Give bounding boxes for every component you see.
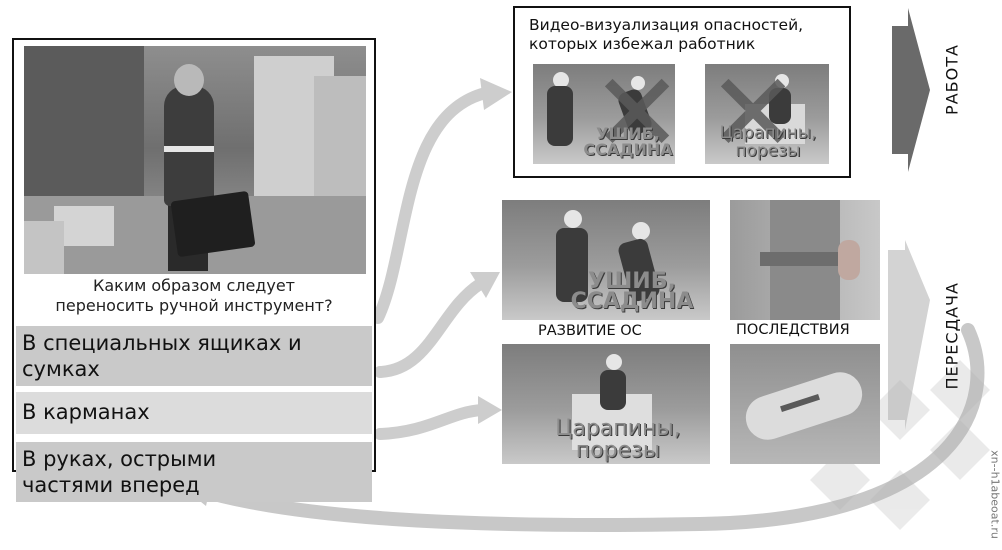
arrow-retake-big [888, 240, 930, 430]
arrow-to-development-bottom [374, 404, 488, 440]
arrow-head-dev-top [470, 272, 500, 298]
quiz-question-line1: Каким образом следует [92, 276, 295, 295]
arrow-head-dev-bottom [478, 396, 502, 424]
quiz-panel: Каким образом следует переносить ручной … [12, 38, 376, 502]
work-label: РАБОТА [942, 44, 962, 115]
site-watermark: xn--h1abeoat.ru [988, 450, 1002, 539]
scene2-label-line2: порезы [735, 141, 801, 161]
arrow-return [193, 323, 985, 532]
video-scene-bruise[interactable]: ✕ УШИБ, ССАДИНА [533, 64, 675, 164]
cross-icon: ✕ [591, 64, 675, 164]
answer-option-2[interactable]: В карманах [16, 392, 372, 434]
video-title-line1: Видео-визуализация опасностей, [529, 16, 804, 34]
hazard-video-box: Видео-визуализация опасностей, которых и… [513, 6, 851, 178]
answer-2-line1: В карманах [22, 400, 150, 424]
answer-option-3[interactable]: В руках, острыми частями вперед [16, 442, 372, 502]
arrow-head-video [480, 78, 512, 110]
answer-1-line2: сумках [22, 357, 100, 381]
scene1-label-line2: ССАДИНА [583, 140, 673, 159]
video-title: Видео-визуализация опасностей, которых и… [529, 16, 845, 54]
decor-pattern [810, 360, 990, 530]
flow-arrows [174, 8, 990, 532]
dev-top-label-line2: ССАДИНА [570, 289, 694, 314]
arrow-to-video [372, 86, 496, 324]
video-scene-cuts[interactable]: ✕ Царапины, порезы [705, 64, 829, 164]
scene1-label-line1: УШИБ, [596, 124, 660, 143]
cross-icon: ✕ [707, 64, 800, 164]
answer-3-line2: частями вперед [22, 473, 200, 497]
arrow-work [892, 8, 930, 172]
answer-option-1[interactable]: В специальных ящиках и сумках [16, 326, 372, 386]
consequence-photo-hand[interactable] [730, 344, 880, 464]
video-title-line2: которых избежал работник [529, 35, 756, 53]
arrow-to-development-top [374, 278, 486, 378]
quiz-question-line2: переносить ручной инструмент? [55, 296, 333, 315]
dev-top-label-line1: УШИБ, [588, 269, 676, 294]
answer-1-line1: В специальных ящиках и [22, 331, 302, 355]
retake-label: ПЕРЕСДАЧА [942, 282, 962, 390]
worker-photo [24, 46, 366, 274]
consequences-caption: ПОСЛЕДСТВИЯ [736, 322, 850, 338]
development-scene-cuts[interactable]: Царапины, порезы [502, 344, 710, 464]
consequence-photo-leg[interactable] [730, 200, 880, 320]
answer-3-line1: В руках, острыми [22, 447, 217, 471]
dev-bottom-label-line1: Царапины, [555, 416, 681, 441]
development-scene-bruise[interactable]: УШИБ, ССАДИНА [502, 200, 710, 320]
development-caption: РАЗВИТИЕ ОС [538, 323, 642, 339]
dev-bottom-label-line2: порезы [575, 438, 661, 463]
quiz-question: Каким образом следует переносить ручной … [14, 276, 374, 316]
scene2-label-line1: Царапины, [719, 123, 817, 143]
